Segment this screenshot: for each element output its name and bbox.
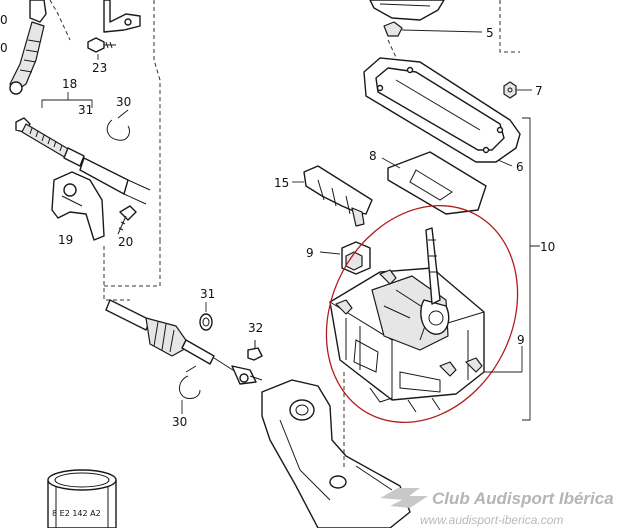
- clip-5: [383, 21, 403, 37]
- cylinder-part: [47, 469, 117, 528]
- watermark-logo-icon: [380, 488, 428, 508]
- bracket-15: [303, 165, 373, 227]
- callout-0-b: 0: [0, 41, 8, 55]
- callout-0: 0: [0, 13, 8, 27]
- watermark-name: Club Audisport Ibérica: [432, 489, 614, 508]
- part-number: 8 E2 142 A2: [52, 509, 101, 518]
- cable-assembly: [105, 299, 263, 385]
- callout-5: 5: [486, 26, 494, 40]
- callout-20: 20: [118, 235, 133, 249]
- clip-30-top: [106, 109, 131, 141]
- watermark-url: www.audisport-iberica.com: [420, 513, 563, 527]
- callout-7: 7: [535, 84, 543, 98]
- block-9: [341, 241, 371, 275]
- callout-18: 18: [62, 77, 77, 91]
- callout-30-bottom: 30: [172, 415, 187, 429]
- watermark: Club Audisport Ibérica www.audisport-ibe…: [380, 488, 614, 527]
- callout-32: 32: [248, 321, 263, 335]
- bracket-top: [103, 0, 161, 240]
- callout-19: 19: [58, 233, 73, 247]
- callout-31-mid: 31: [200, 287, 215, 301]
- bolt-23: [87, 37, 116, 53]
- shifter-mechanism: [329, 227, 485, 413]
- callout-31-top: 31: [78, 103, 93, 117]
- clip-30-bottom: [179, 365, 201, 399]
- callout-10: 10: [540, 240, 555, 254]
- highlight-ellipse: [325, 204, 519, 424]
- cable-end-18: [15, 117, 151, 205]
- callout-9-left: 9: [306, 246, 314, 260]
- ring-31: [199, 313, 213, 331]
- nut-7: [503, 81, 517, 99]
- callout-9-right: 9: [517, 333, 525, 347]
- gaiter-frame-6: [363, 57, 521, 163]
- left-lever-linkage: [9, 0, 71, 95]
- callout-30-top: 30: [116, 95, 131, 109]
- bracket-19: [51, 171, 105, 241]
- top-bezel-fragment: [369, 0, 445, 21]
- base-bracket: [261, 379, 411, 528]
- callout-6: 6: [516, 160, 524, 174]
- callout-15: 15: [274, 176, 289, 190]
- plate-8: [387, 151, 487, 215]
- callout-23: 23: [92, 61, 107, 75]
- callout-8: 8: [369, 149, 377, 163]
- pin-32: [247, 340, 263, 361]
- bolt-20: [117, 205, 137, 235]
